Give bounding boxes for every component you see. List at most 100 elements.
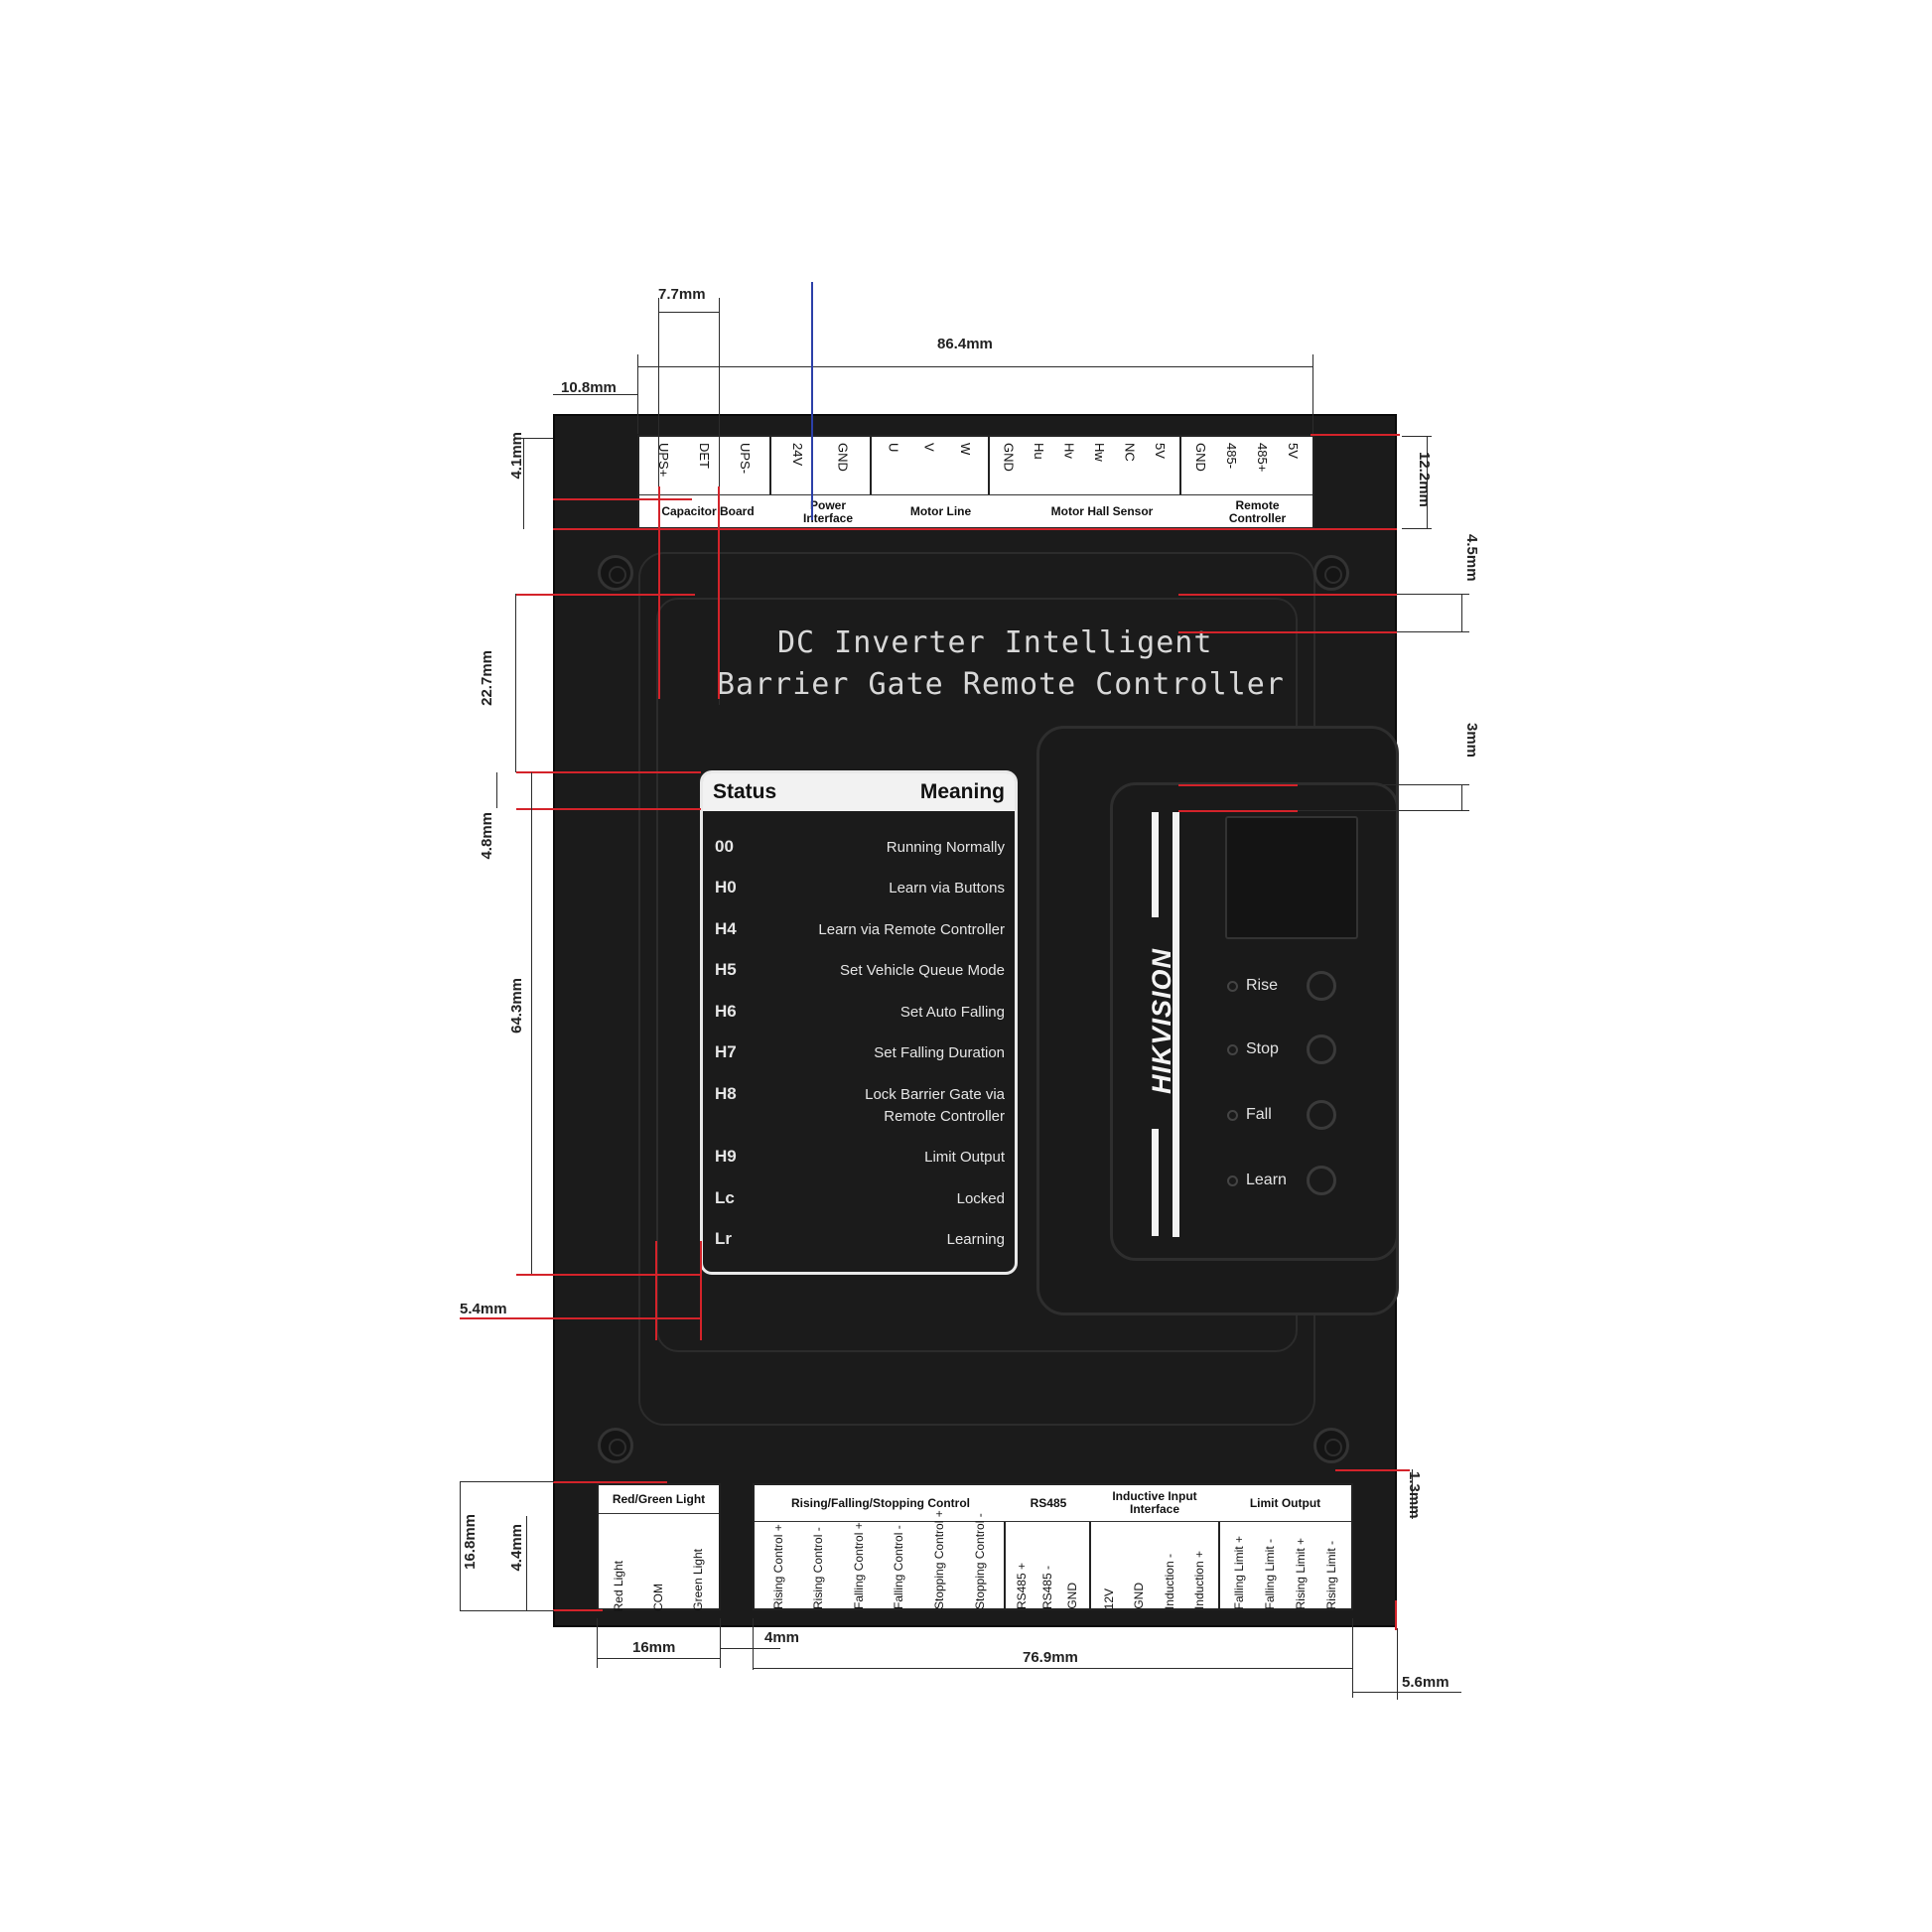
- status-code: Lr: [715, 1229, 732, 1248]
- terminal-pin[interactable]: Green Light: [691, 1549, 706, 1611]
- button-label-stop: Stop: [1246, 1040, 1279, 1057]
- terminal-group-label: Remote Controller: [1228, 497, 1287, 525]
- terminal-pin[interactable]: Rising Limit +: [1294, 1537, 1309, 1609]
- terminal-group-motor-hall-sensor: GND Hu Hv Hw NC 5V: [990, 437, 1182, 494]
- terminal-pin[interactable]: Red Light: [611, 1560, 625, 1611]
- terminal-pin[interactable]: RS485 +: [1015, 1562, 1030, 1609]
- dimension-line: [1397, 594, 1469, 595]
- screw-icon: [598, 1428, 633, 1463]
- terminal-pin[interactable]: GND: [1001, 443, 1017, 472]
- white-stripe: [1152, 812, 1159, 917]
- dimension-line-blue: [811, 282, 813, 520]
- terminal-pin[interactable]: Stopping Control -: [972, 1513, 987, 1609]
- led-indicator-icon: [1227, 1110, 1238, 1121]
- terminal-group-label: RS485: [1030, 1495, 1067, 1510]
- terminal-pin[interactable]: Induction -: [1162, 1553, 1176, 1609]
- status-code: H5: [715, 960, 737, 979]
- terminal-pin[interactable]: 5V: [1285, 443, 1301, 459]
- dimension-line: [1427, 436, 1428, 529]
- status-meaning: Learn via Remote Controller: [818, 921, 1005, 938]
- status-code: Lc: [715, 1188, 735, 1207]
- status-code: H7: [715, 1042, 737, 1061]
- terminal-pin[interactable]: Falling Control +: [851, 1522, 866, 1609]
- dimension-label: 64.3mm: [508, 978, 525, 1034]
- dimension-line: [460, 1610, 554, 1611]
- terminal-group-power-interface: 24V GND: [771, 437, 872, 494]
- terminal-group-control: Rising Control + Rising Control - Fallin…: [755, 1510, 1007, 1609]
- terminal-pin[interactable]: Rising Control +: [770, 1524, 785, 1609]
- dimension-line: [1397, 1628, 1398, 1700]
- terminal-pin[interactable]: U: [886, 443, 901, 453]
- device-title-line1: DC Inverter Intelligent: [777, 625, 1213, 660]
- terminal-pin[interactable]: Stopping Control +: [932, 1510, 947, 1609]
- dimension-line: [1178, 594, 1397, 596]
- terminal-pin[interactable]: Rising Control -: [811, 1527, 826, 1609]
- dimension-line: [1298, 784, 1469, 785]
- dimension-label: 76.9mm: [1023, 1649, 1078, 1666]
- dimension-line: [1352, 1618, 1353, 1698]
- dimension-label: 22.7mm: [479, 650, 495, 706]
- terminal-pin[interactable]: NC: [1122, 443, 1138, 462]
- terminal-pin[interactable]: GND: [1064, 1583, 1079, 1609]
- terminal-pin[interactable]: Falling Limit +: [1232, 1535, 1247, 1609]
- terminal-pin[interactable]: Hu: [1031, 443, 1046, 460]
- terminal-pin[interactable]: 485-: [1224, 443, 1240, 470]
- terminal-pin[interactable]: COM: [650, 1584, 665, 1611]
- button-label-rise: Rise: [1246, 977, 1279, 994]
- terminal-pin[interactable]: RS485 -: [1039, 1565, 1054, 1609]
- button-label-fall: Fall: [1246, 1106, 1272, 1123]
- terminal-pin[interactable]: GND: [835, 443, 851, 472]
- terminal-pin[interactable]: Falling Limit -: [1263, 1538, 1278, 1609]
- terminal-pin[interactable]: V: [921, 443, 937, 452]
- terminal-pin[interactable]: Rising Limit -: [1324, 1540, 1339, 1609]
- dimension-label: 4.4mm: [508, 1524, 525, 1572]
- dimension-line: [523, 438, 524, 529]
- stop-button[interactable]: [1307, 1035, 1336, 1064]
- dimension-line: [1312, 354, 1313, 434]
- terminal-group-remote-controller: GND 485- 485+ 5V: [1181, 437, 1312, 494]
- header-status: Status: [713, 780, 777, 803]
- rise-button[interactable]: [1307, 971, 1336, 1001]
- terminal-pin[interactable]: UPS+: [655, 443, 671, 478]
- learn-button[interactable]: [1307, 1166, 1336, 1195]
- dimension-line: [1335, 1469, 1410, 1471]
- terminal-group-motor-line: U V W: [872, 437, 990, 494]
- terminal-pin[interactable]: GND: [1193, 443, 1209, 472]
- terminal-group-label: Power Interface: [802, 497, 854, 525]
- terminal-pin[interactable]: 5V: [1153, 443, 1169, 459]
- dimension-label: 16.8mm: [462, 1514, 479, 1570]
- terminal-pin[interactable]: 12V: [1102, 1587, 1117, 1609]
- terminal-pin[interactable]: 485+: [1255, 443, 1270, 473]
- dimension-label: 4mm: [764, 1629, 800, 1646]
- fall-button[interactable]: [1307, 1100, 1336, 1130]
- dimension-line: [1412, 1469, 1413, 1519]
- terminal-pin[interactable]: Falling Control -: [892, 1525, 906, 1609]
- terminal-pin[interactable]: DET: [696, 443, 712, 469]
- terminal-group-inductive: 12V GND Induction - Induction +: [1091, 1522, 1221, 1609]
- terminal-pin[interactable]: W: [957, 443, 973, 456]
- dimension-line: [718, 486, 720, 699]
- status-table-header: Status Meaning: [703, 773, 1015, 811]
- dimension-line: [658, 486, 660, 699]
- terminal-group-label: Red/Green Light: [599, 1485, 719, 1514]
- dimension-line: [753, 1618, 754, 1670]
- terminal-pin[interactable]: Hw: [1092, 443, 1108, 462]
- dimension-line: [1298, 810, 1469, 811]
- dimension-line: [1402, 436, 1432, 437]
- terminal-pin[interactable]: Induction +: [1191, 1550, 1206, 1609]
- led-indicator-icon: [1227, 981, 1238, 992]
- terminal-pin[interactable]: Hv: [1061, 443, 1077, 459]
- dimension-line: [460, 1481, 461, 1610]
- terminal-pin[interactable]: 24V: [790, 443, 806, 467]
- button-label-learn: Learn: [1246, 1172, 1287, 1188]
- terminal-pin[interactable]: GND: [1132, 1583, 1147, 1609]
- status-code: H9: [715, 1147, 737, 1166]
- dimension-line: [1178, 631, 1397, 633]
- dimension-line: [553, 394, 638, 395]
- terminal-pin[interactable]: UPS-: [737, 443, 753, 475]
